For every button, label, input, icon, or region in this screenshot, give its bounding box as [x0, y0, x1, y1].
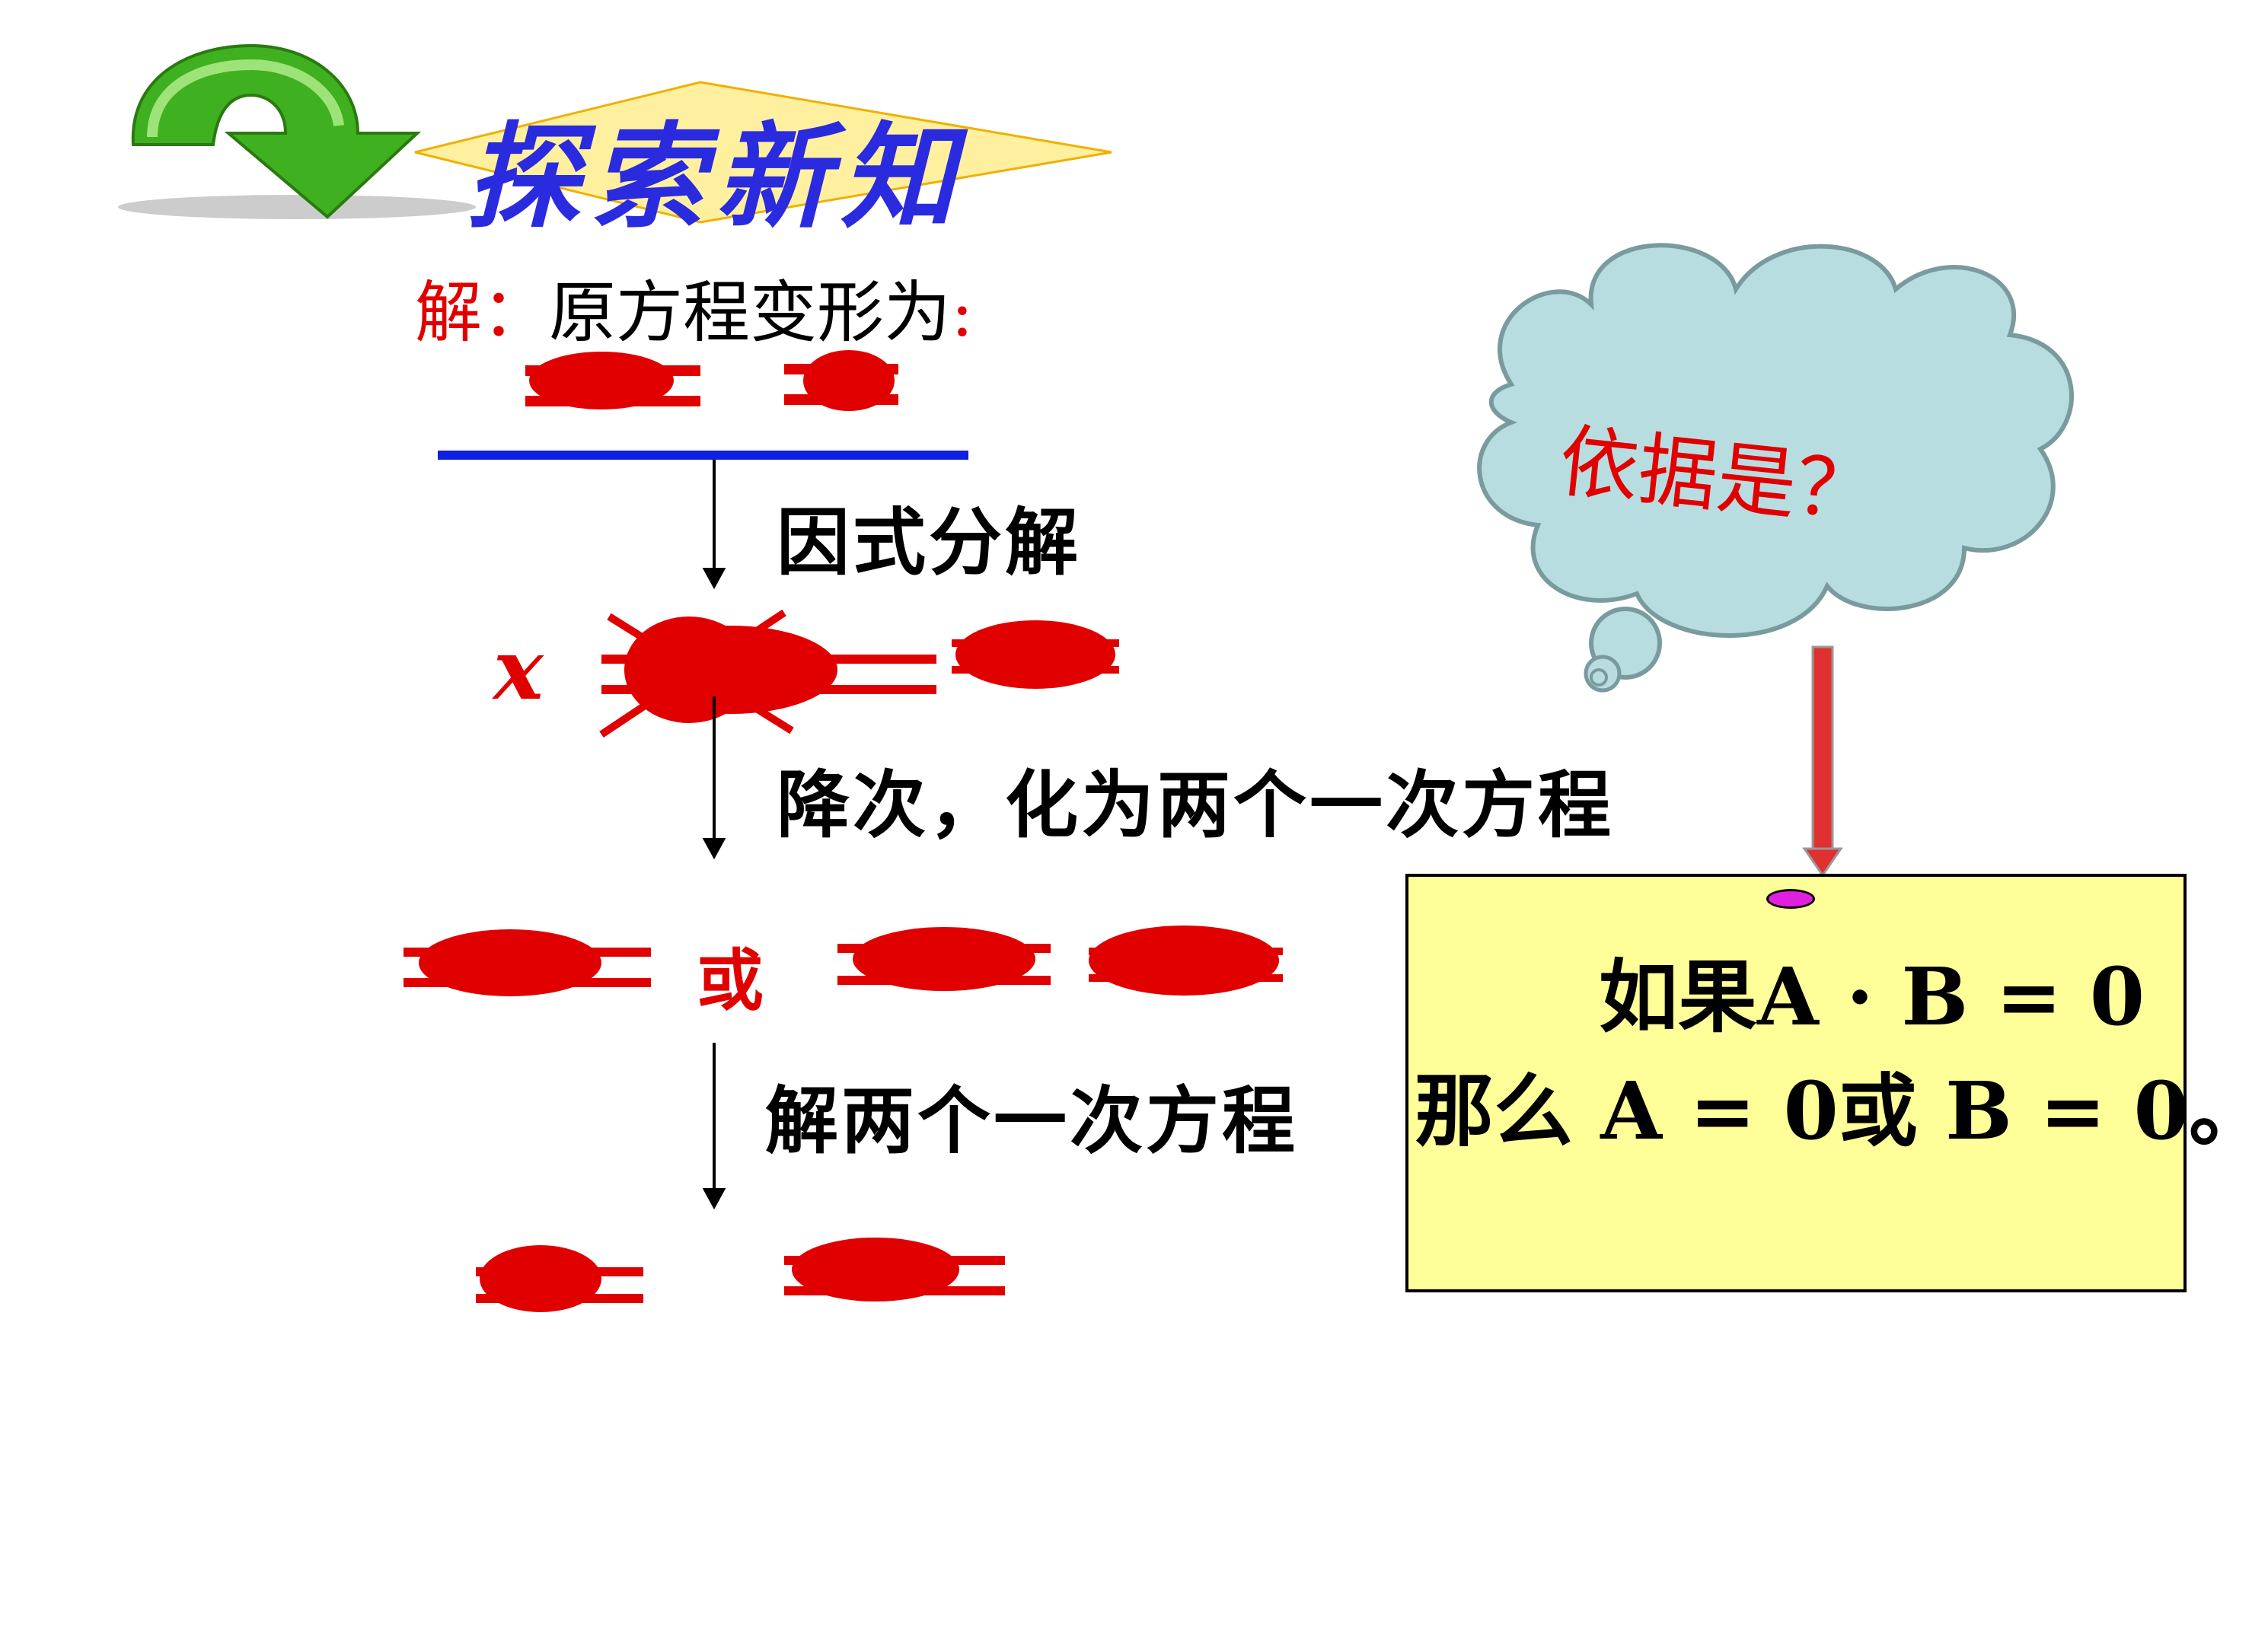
solution-colon: ：: [482, 273, 550, 352]
solution-colon-end: :: [951, 273, 974, 352]
equation-line-2: [599, 609, 1119, 738]
note-line-2: 那么 A = 0或 B = 0。: [1415, 1064, 2268, 1158]
step-label-reduce: 降次，化为两个一次方程: [777, 762, 1614, 848]
solution-text: 原方程变形为: [549, 273, 952, 352]
note-pin-icon: [1766, 889, 1815, 909]
equation-line-4: [476, 1238, 1005, 1312]
down-arrow-icon: [702, 460, 726, 590]
solution-label: 解: [415, 273, 483, 352]
thought-cloud: [1477, 243, 2074, 693]
page-title: 探索新知: [466, 110, 966, 244]
equation-rule: [438, 451, 968, 460]
rule-note-box: [1405, 874, 2187, 1292]
equation-line-3: [404, 926, 1283, 996]
step-label-solve: 解两个一次方程: [765, 1078, 1298, 1164]
green-arrow-icon: [118, 43, 476, 219]
down-arrow-icon: [702, 1043, 726, 1210]
equation-x-symbol: x: [493, 620, 544, 718]
note-line-1: 如果A · B = 0: [1599, 950, 2145, 1043]
or-label: 或: [697, 941, 764, 1020]
equation-line-1: [525, 350, 898, 411]
red-arrow-icon: [1802, 645, 1843, 878]
down-arrow-icon: [702, 696, 726, 860]
title-diamond: [414, 81, 1112, 224]
step-label-factor: 因式分解: [777, 499, 1081, 585]
slide-graphics: [118, 43, 2074, 1312]
solution-intro: 解：原方程变形为:: [415, 259, 974, 355]
